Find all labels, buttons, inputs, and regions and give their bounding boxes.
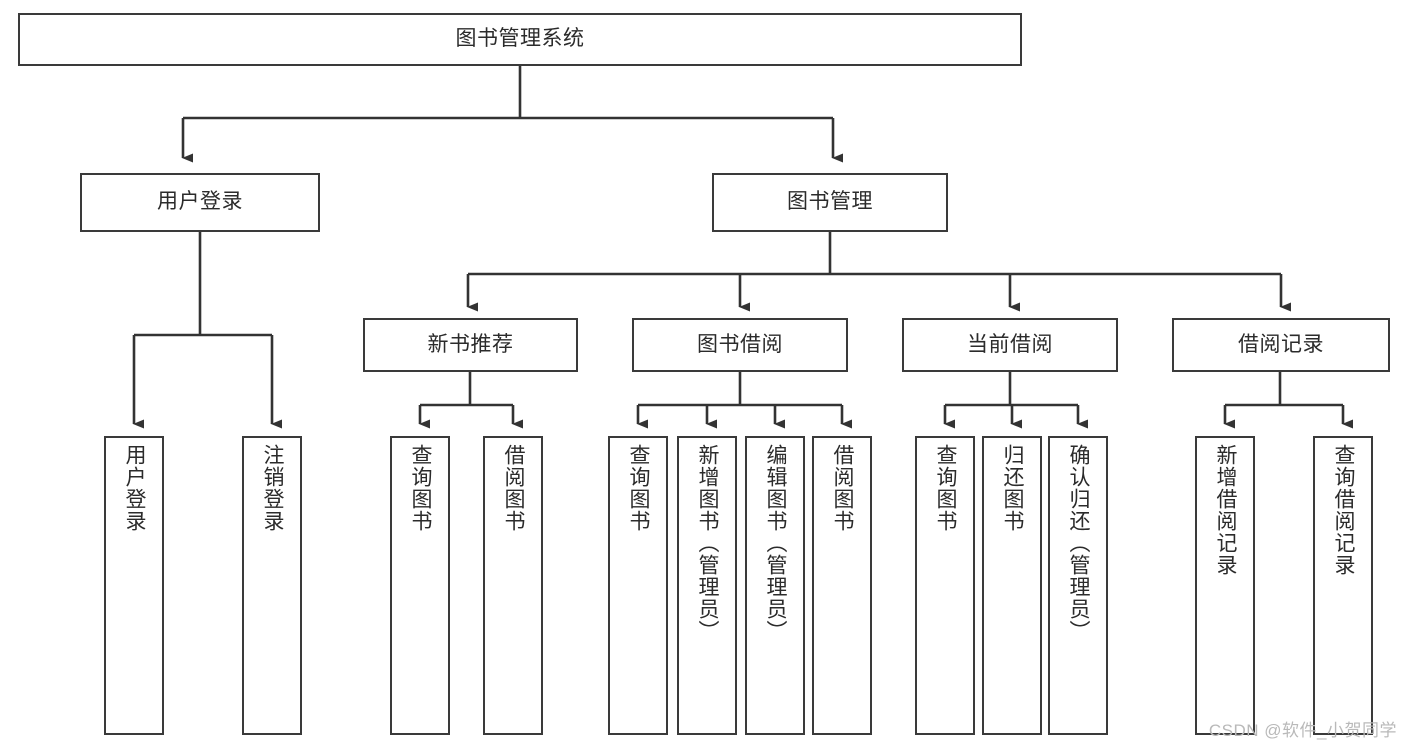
node-label: 注销登录 xyxy=(261,444,285,532)
leaf-new-book-borrow-books[interactable]: 借阅图书 xyxy=(483,436,543,735)
node-label: 图书管理系统 xyxy=(455,27,585,51)
leaf-book-borrow-borrow-books[interactable]: 借阅图书 xyxy=(812,436,872,735)
leaf-book-borrow-edit-book-admin[interactable]: 编辑图书（管理员） xyxy=(745,436,805,735)
leaf-book-borrow-query-books[interactable]: 查询图书 xyxy=(608,436,668,735)
node-label: 新增图书（管理员） xyxy=(696,444,720,642)
node-label: 用户登录 xyxy=(157,190,243,214)
node-label: 确认归还（管理员） xyxy=(1067,444,1091,642)
user-login-to-leaves-connectors xyxy=(132,232,282,429)
node-label: 借阅图书 xyxy=(831,444,855,532)
leaf-borrow-record-add-record[interactable]: 新增借阅记录 xyxy=(1195,436,1255,735)
leaf-current-borrow-query-books[interactable]: 查询图书 xyxy=(915,436,975,735)
node-label: 借阅图书 xyxy=(502,444,526,532)
leaf-current-borrow-return-books[interactable]: 归还图书 xyxy=(982,436,1042,735)
leaf-borrow-record-query-record[interactable]: 查询借阅记录 xyxy=(1313,436,1373,735)
node-label: 查询图书 xyxy=(627,444,651,532)
borrow-record-to-leaves-connectors xyxy=(1223,372,1353,429)
node-label: 图书管理 xyxy=(787,190,873,214)
node-label: 新书推荐 xyxy=(427,332,514,356)
node-label: 查询图书 xyxy=(934,444,958,532)
node-label: 当前借阅 xyxy=(967,332,1053,356)
current-borrow-to-leaves-connectors xyxy=(943,372,1088,429)
node-user-login[interactable]: 用户登录 xyxy=(80,173,320,232)
leaf-user-login-login[interactable]: 用户登录 xyxy=(104,436,164,735)
node-book-borrow[interactable]: 图书借阅 xyxy=(632,318,848,372)
leaf-book-borrow-add-book-admin[interactable]: 新增图书（管理员） xyxy=(677,436,737,735)
node-label: 用户登录 xyxy=(123,444,147,532)
leaf-current-borrow-confirm-return-admin[interactable]: 确认归还（管理员） xyxy=(1048,436,1108,735)
node-root-library-system[interactable]: 图书管理系统 xyxy=(18,13,1022,66)
node-borrow-record[interactable]: 借阅记录 xyxy=(1172,318,1390,372)
node-label: 编辑图书（管理员） xyxy=(764,444,788,642)
node-current-borrow[interactable]: 当前借阅 xyxy=(902,318,1118,372)
book-borrow-to-leaves-connectors xyxy=(636,372,852,429)
leaf-new-book-query-books[interactable]: 查询图书 xyxy=(390,436,450,735)
node-label: 归还图书 xyxy=(1001,444,1025,532)
leaf-user-login-logout[interactable]: 注销登录 xyxy=(242,436,302,735)
node-book-management[interactable]: 图书管理 xyxy=(712,173,948,232)
node-label: 图书借阅 xyxy=(697,332,783,356)
node-label: 借阅记录 xyxy=(1238,332,1324,356)
root-to-level2-connectors xyxy=(181,66,843,163)
node-label: 新增借阅记录 xyxy=(1214,444,1238,576)
node-label: 查询图书 xyxy=(409,444,433,532)
new-book-to-leaves-connectors xyxy=(418,372,523,429)
book-mgmt-to-level3-connectors xyxy=(466,232,1291,312)
node-new-book-recommend[interactable]: 新书推荐 xyxy=(363,318,578,372)
node-label: 查询借阅记录 xyxy=(1332,444,1356,576)
